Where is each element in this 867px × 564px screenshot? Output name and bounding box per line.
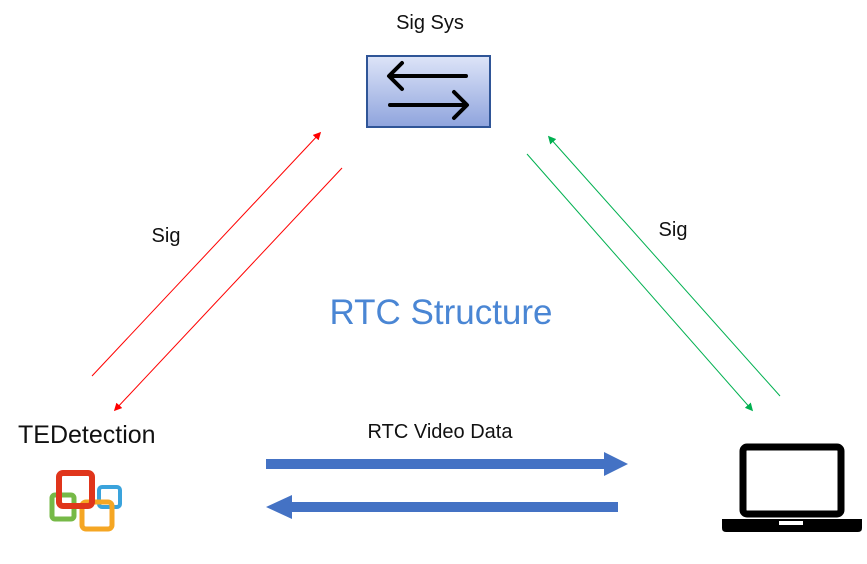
right-link-label: Sig — [659, 219, 688, 241]
signal-server — [366, 55, 491, 128]
diagram-title: RTC Structure — [329, 293, 552, 332]
video-stream-left-arrow — [266, 495, 618, 519]
right-signal-down-arrow — [526, 153, 754, 412]
server-label: Sig Sys — [396, 12, 464, 34]
left-signal-up-arrow — [91, 131, 322, 377]
video-stream-link — [266, 452, 628, 519]
left-signal-link — [91, 131, 343, 412]
exchange-arrows-icon — [387, 61, 469, 120]
client-left-label: TEDetection — [18, 421, 156, 449]
server-box — [366, 55, 491, 128]
bottom-link-label: RTC Video Data — [368, 421, 514, 443]
right-signal-up-arrow — [547, 135, 781, 397]
left-signal-down-arrow — [113, 167, 343, 412]
left-link-label: Sig — [152, 225, 181, 247]
right-signal-link — [526, 135, 781, 412]
laptop-icon — [722, 443, 862, 532]
tedetection-logo-icon — [49, 470, 122, 532]
video-stream-right-arrow — [266, 452, 628, 476]
